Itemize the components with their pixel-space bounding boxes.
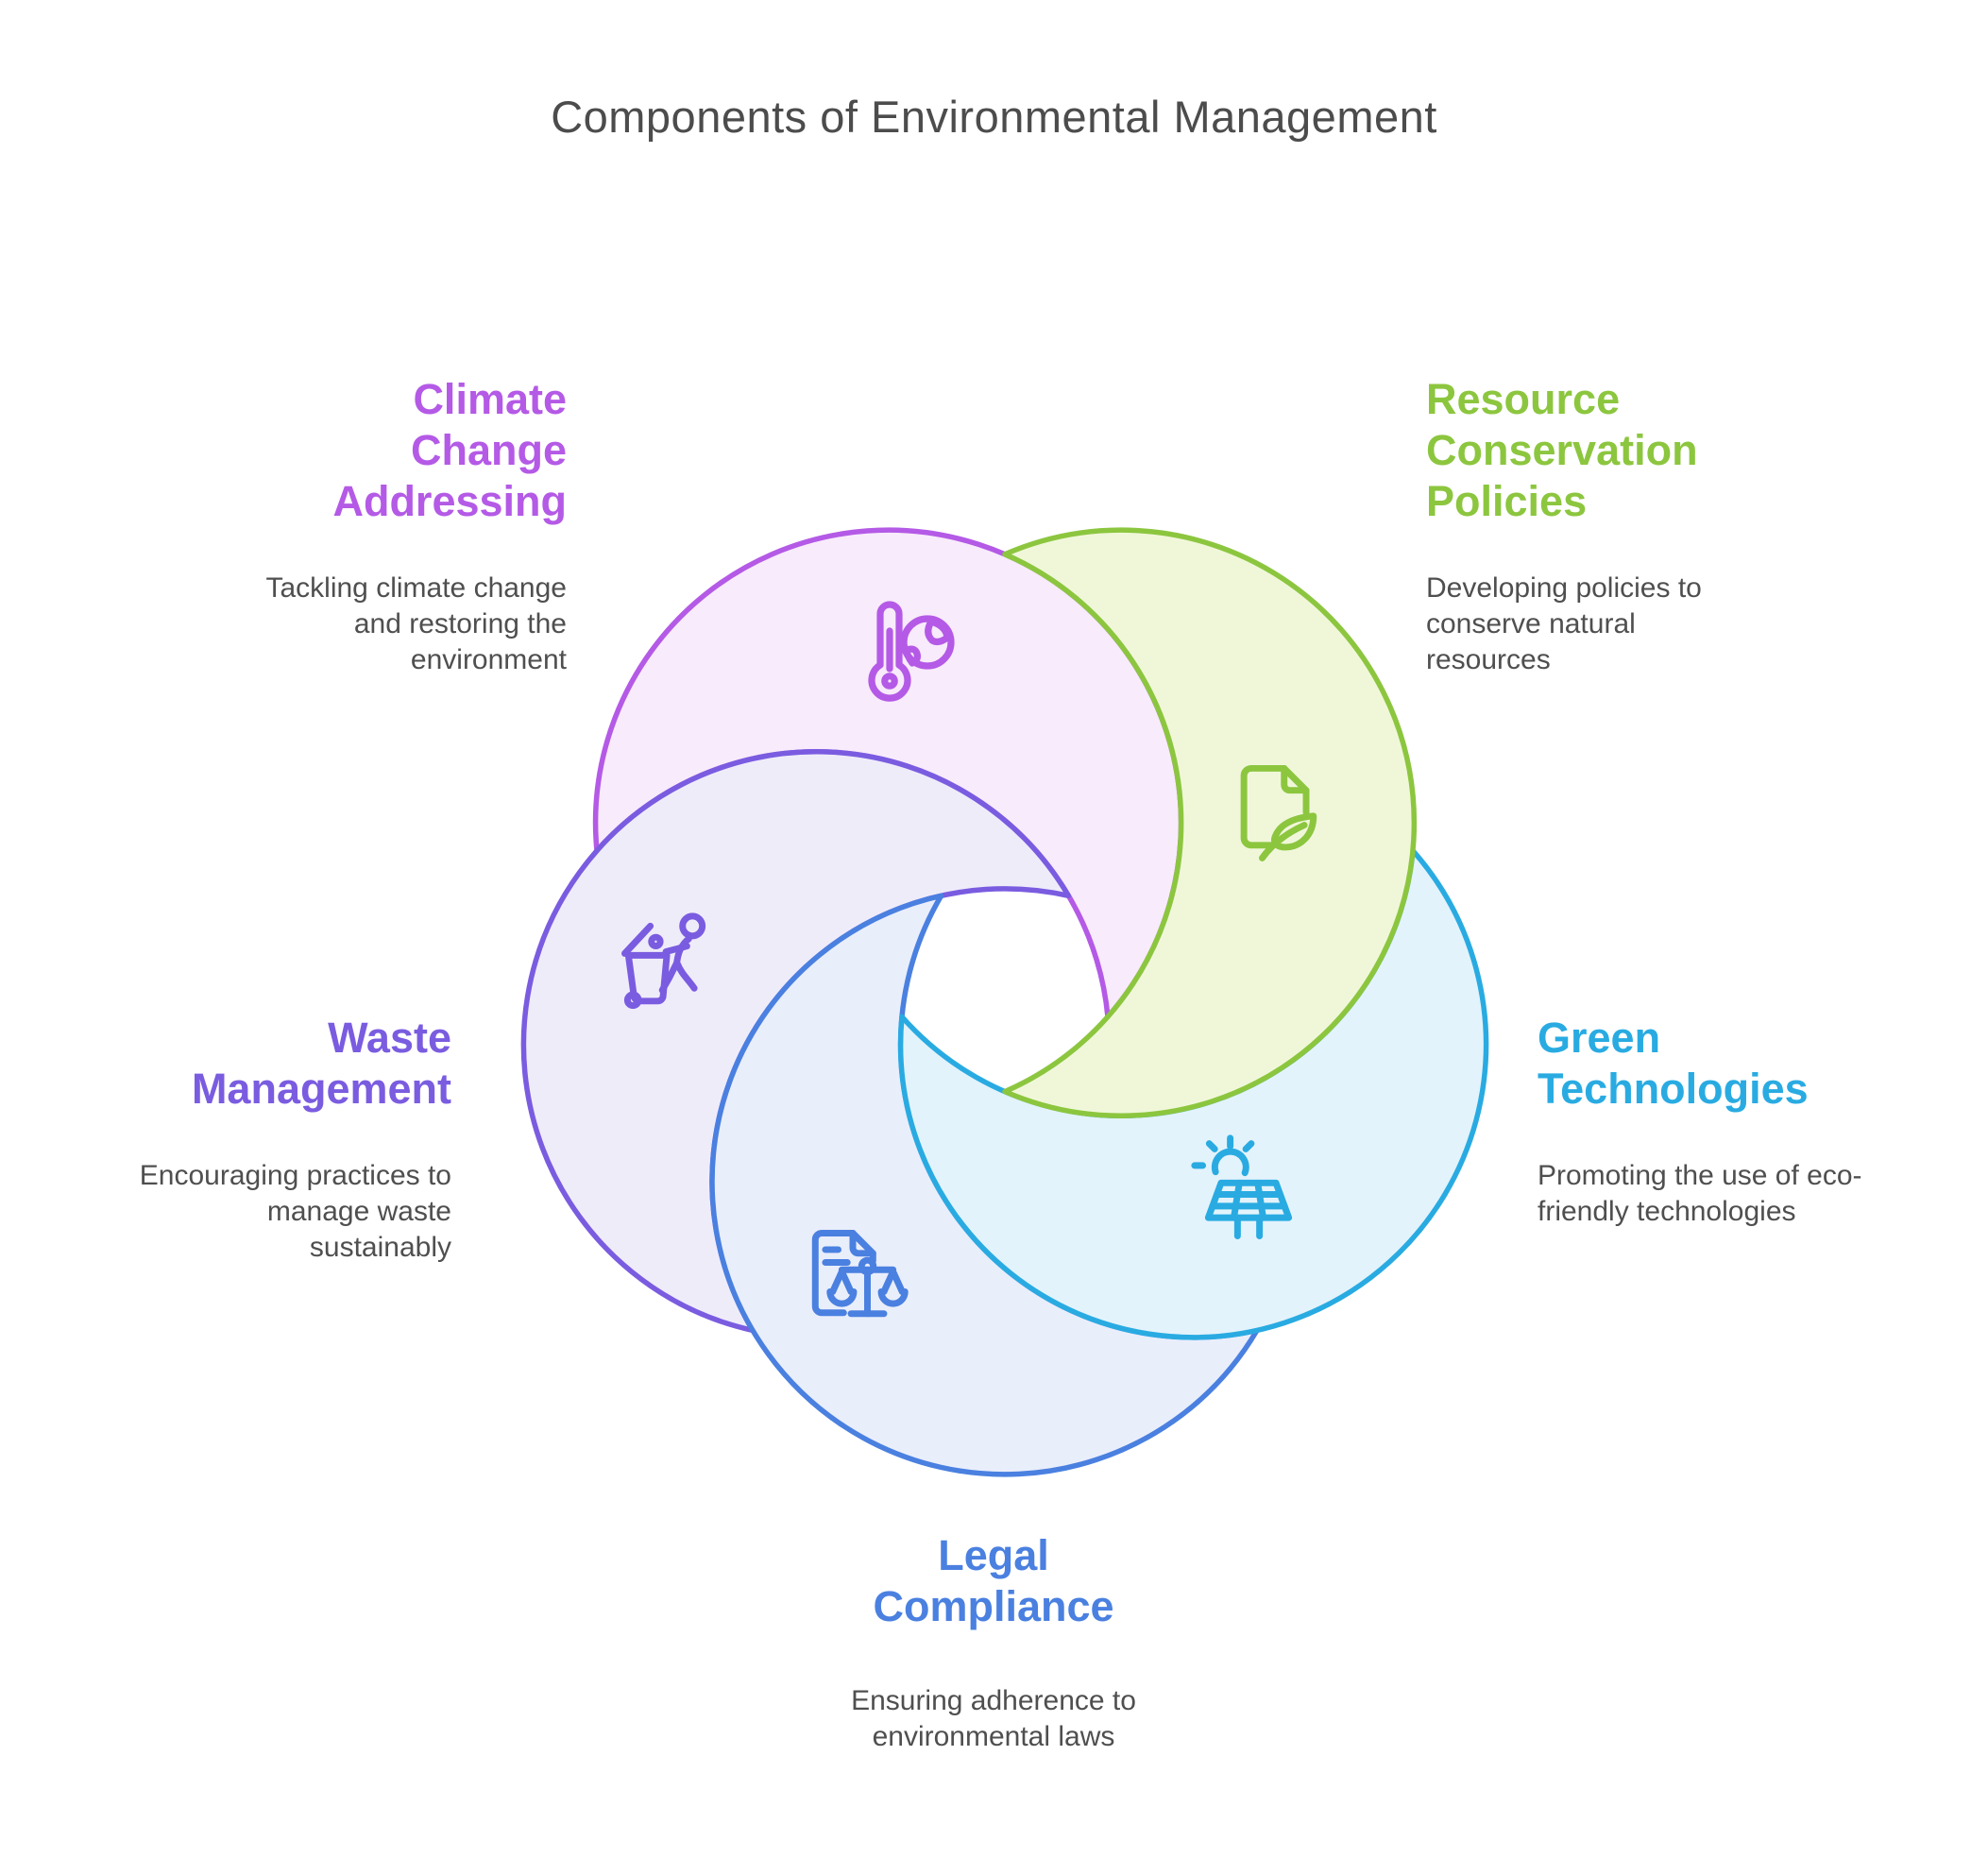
section-description-legal-compliance: Ensuring adherence to environmental laws: [851, 1685, 1136, 1753]
section-description-resource-conservation: Developing policies to conserve natural …: [1426, 572, 1702, 676]
person-trash-bin-icon: [610, 908, 727, 1025]
document-leaf-icon: [1218, 752, 1335, 869]
section-description-climate-change: Tackling climate change and restoring th…: [265, 572, 567, 676]
section-label-resource-conservation: Resource Conservation Policies: [1426, 375, 1698, 525]
section-label-climate-change: Climate Change Addressing: [332, 375, 567, 525]
solar-panel-sun-icon: [1190, 1134, 1307, 1251]
document-scales-icon: [794, 1219, 911, 1336]
section-resource-conservation: Resource Conservation Policies Developin…: [1426, 374, 1728, 678]
thermometer-globe-icon: [848, 593, 969, 714]
section-waste-management: Waste Management Encouraging practices t…: [126, 1013, 451, 1266]
section-description-green-technologies: Promoting the use of eco-friendly techno…: [1538, 1160, 1862, 1228]
section-description-waste-management: Encouraging practices to manage waste su…: [139, 1160, 451, 1264]
section-label-green-technologies: Green Technologies: [1538, 1014, 1809, 1113]
page-title: Components of Environmental Management: [551, 92, 1437, 142]
section-green-technologies: Green Technologies Promoting the use of …: [1538, 1013, 1863, 1230]
blade-resource-conservation: [1002, 527, 1418, 1118]
section-label-waste-management: Waste Management: [191, 1014, 451, 1113]
section-label-legal-compliance: Legal Compliance: [873, 1531, 1114, 1630]
section-legal-compliance: Legal Compliance Ensuring adherence to e…: [828, 1530, 1159, 1755]
section-climate-change: Climate Change Addressing Tackling clima…: [246, 374, 567, 678]
